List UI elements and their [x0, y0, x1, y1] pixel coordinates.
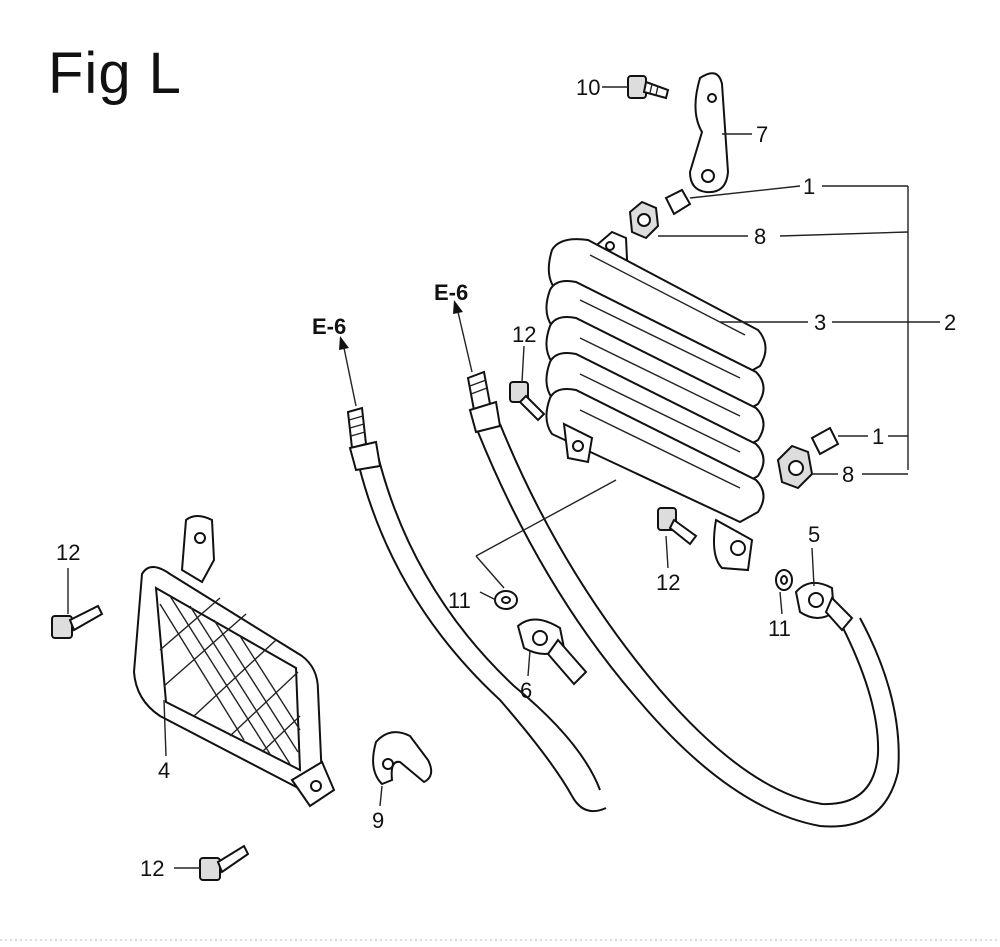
washer-part	[775, 569, 793, 591]
callout-1: 1	[803, 174, 815, 199]
callout-12: 12	[656, 570, 680, 595]
callout-12: 12	[56, 540, 80, 565]
bolt-part	[657, 507, 698, 546]
leader-lines	[67, 86, 940, 869]
washer-part	[494, 590, 518, 610]
bolt-part	[51, 604, 104, 639]
figure-title: Fig L	[48, 41, 182, 106]
callout-4: 4	[158, 758, 170, 783]
bolt-part	[509, 381, 546, 422]
nut-part	[628, 200, 660, 240]
callout-2: 2	[944, 310, 956, 335]
nut-part	[776, 444, 814, 490]
hose-fitting-part	[516, 618, 588, 686]
callout-3: 3	[814, 310, 826, 335]
plug-part	[664, 188, 692, 216]
reference-label-e6: E-6	[434, 280, 468, 305]
callout-1: 1	[872, 424, 884, 449]
callout-12: 12	[140, 856, 164, 881]
callout-8: 8	[754, 224, 766, 249]
callout-11: 11	[768, 616, 791, 641]
hose-fitting-part	[794, 581, 854, 632]
reference-arrow	[339, 336, 357, 407]
callout-12: 12	[512, 322, 536, 347]
hose-clamp-part	[372, 731, 433, 786]
oil-hose-left	[346, 406, 607, 812]
callout-11: 11	[448, 588, 471, 613]
oil-cooler-core	[545, 230, 767, 572]
callout-6: 6	[520, 678, 532, 703]
mounting-bracket-part	[688, 72, 730, 194]
callout-7: 7	[756, 122, 768, 147]
oil-hose-middle	[466, 370, 900, 828]
mesh-pattern	[159, 595, 301, 765]
bolt-part	[627, 75, 670, 100]
reference-arrow	[453, 300, 473, 373]
cooler-guard-part	[132, 515, 336, 808]
reference-label-e6: E-6	[312, 314, 346, 339]
callout-9: 9	[372, 808, 384, 833]
bolt-part	[199, 844, 250, 881]
callout-5: 5	[808, 522, 820, 547]
callout-8: 8	[842, 462, 854, 487]
callout-10: 10	[576, 75, 600, 100]
plug-part	[810, 426, 840, 456]
